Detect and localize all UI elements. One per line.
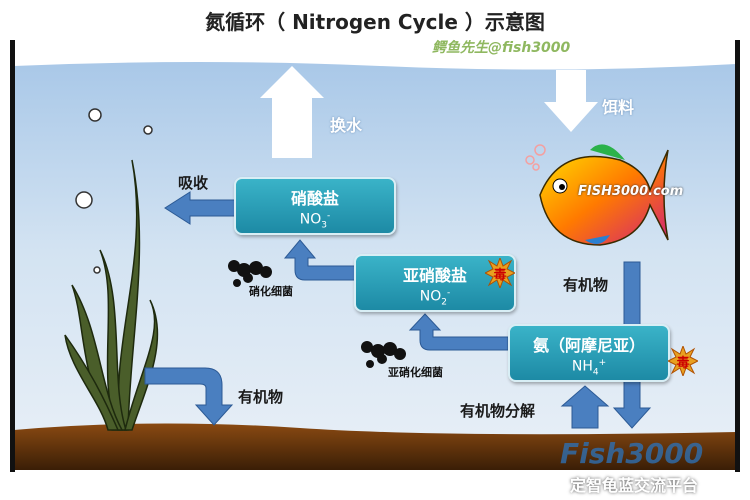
fish-logo-text: FISH3000.com [578,184,684,199]
ammonia-sup: + [598,358,607,368]
ammonia-to-nitrite-arrow [408,313,509,351]
organic-label-left: 有机物 [238,388,284,406]
toxic-badge-nitrite: 毒 [485,258,515,288]
toxic-text: 毒 [676,355,690,371]
tank-wall-left [10,40,15,472]
ammonia-name: 氨（阿摩尼亚） [532,336,645,355]
nitrosifying-bacteria-blob [361,341,406,368]
nitrate-name: 硝酸盐 [290,189,339,208]
nitrifying-bacteria-label: 硝化细菌 [249,285,293,298]
nitrite-name: 亚硝酸盐 [402,266,467,285]
nitrate-formula: NO [299,211,322,228]
water-change-arrow [260,66,324,158]
organic-left-arrow [144,367,234,426]
nitrate-sup: - [326,211,331,221]
bubbles [75,108,153,274]
starburst-icon [485,258,515,288]
organic-label-right: 有机物 [563,276,609,294]
credit-watermark: 鳄鱼先生@fish3000 [432,40,571,56]
soil [14,423,736,470]
ammonia-formula: NH [571,358,593,375]
nitrite-box: 亚硝酸盐 NO2- [354,254,516,312]
nitrite-to-nitrate-arrow [283,239,356,281]
tank-wall-right [735,40,740,472]
plant [64,159,159,431]
ammonia-sub: 4 [592,367,599,378]
nitrifying-bacteria-blob [228,260,272,287]
watermark-text: 定智龟蓝交流平台 [570,476,699,495]
nitrate-box: 硝酸盐 NO3- [234,177,396,235]
nitrite-formula: NO [419,288,442,305]
watermark-logo: Fish3000 [560,437,704,470]
absorb-label: 吸收 [178,174,209,192]
feed-label: 饵料 [602,98,635,117]
absorb-arrow [164,191,236,225]
water-change-label: 换水 [330,116,363,135]
nitrite-sup: - [446,288,451,298]
decompose-up-arrow [560,385,610,429]
fish [525,144,669,246]
feed-arrow [544,70,598,132]
toxic-text: 毒 [493,267,507,283]
toxic-badge-ammonia: 毒 [668,346,698,376]
page-title: 氮循环（ Nitrogen Cycle ）示意图 [205,10,545,34]
nitrate-sub: 3 [321,220,327,231]
decompose-label: 有机物分解 [460,402,536,420]
nitrosifying-bacteria-label: 亚硝化细菌 [388,366,443,379]
ammonia-box: 氨（阿摩尼亚） NH4+ [508,324,670,382]
nitrite-sub: 2 [441,297,447,308]
starburst-icon [668,346,698,376]
